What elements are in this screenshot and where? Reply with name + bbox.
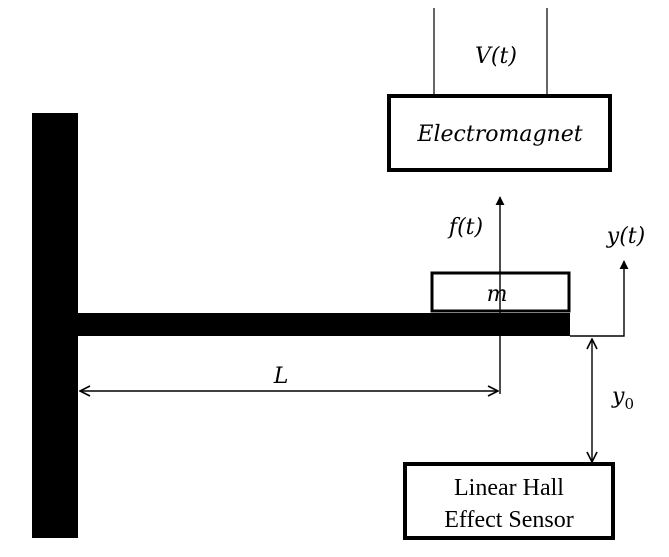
- gap-label-main: y: [611, 384, 625, 409]
- wall: [32, 113, 78, 538]
- electromagnet-box: [387, 94, 612, 172]
- displacement-label: y(t): [606, 224, 645, 249]
- mass-label: m: [487, 282, 508, 307]
- electromagnet-label: Electromagnet: [416, 122, 582, 147]
- gap-label: y0: [611, 384, 634, 413]
- voltage-label: V(t): [475, 44, 517, 69]
- sensor-label-line2: Effect Sensor: [444, 507, 574, 533]
- length-label: L: [273, 364, 289, 389]
- force-label: f(t): [447, 215, 483, 240]
- sensor-label-line1: Linear Hall: [454, 475, 564, 501]
- displacement-indicator: [570, 260, 629, 337]
- hall-sensor-box: [403, 462, 615, 540]
- cantilever-beam: [76, 313, 570, 336]
- gap-label-subscript: 0: [624, 395, 634, 413]
